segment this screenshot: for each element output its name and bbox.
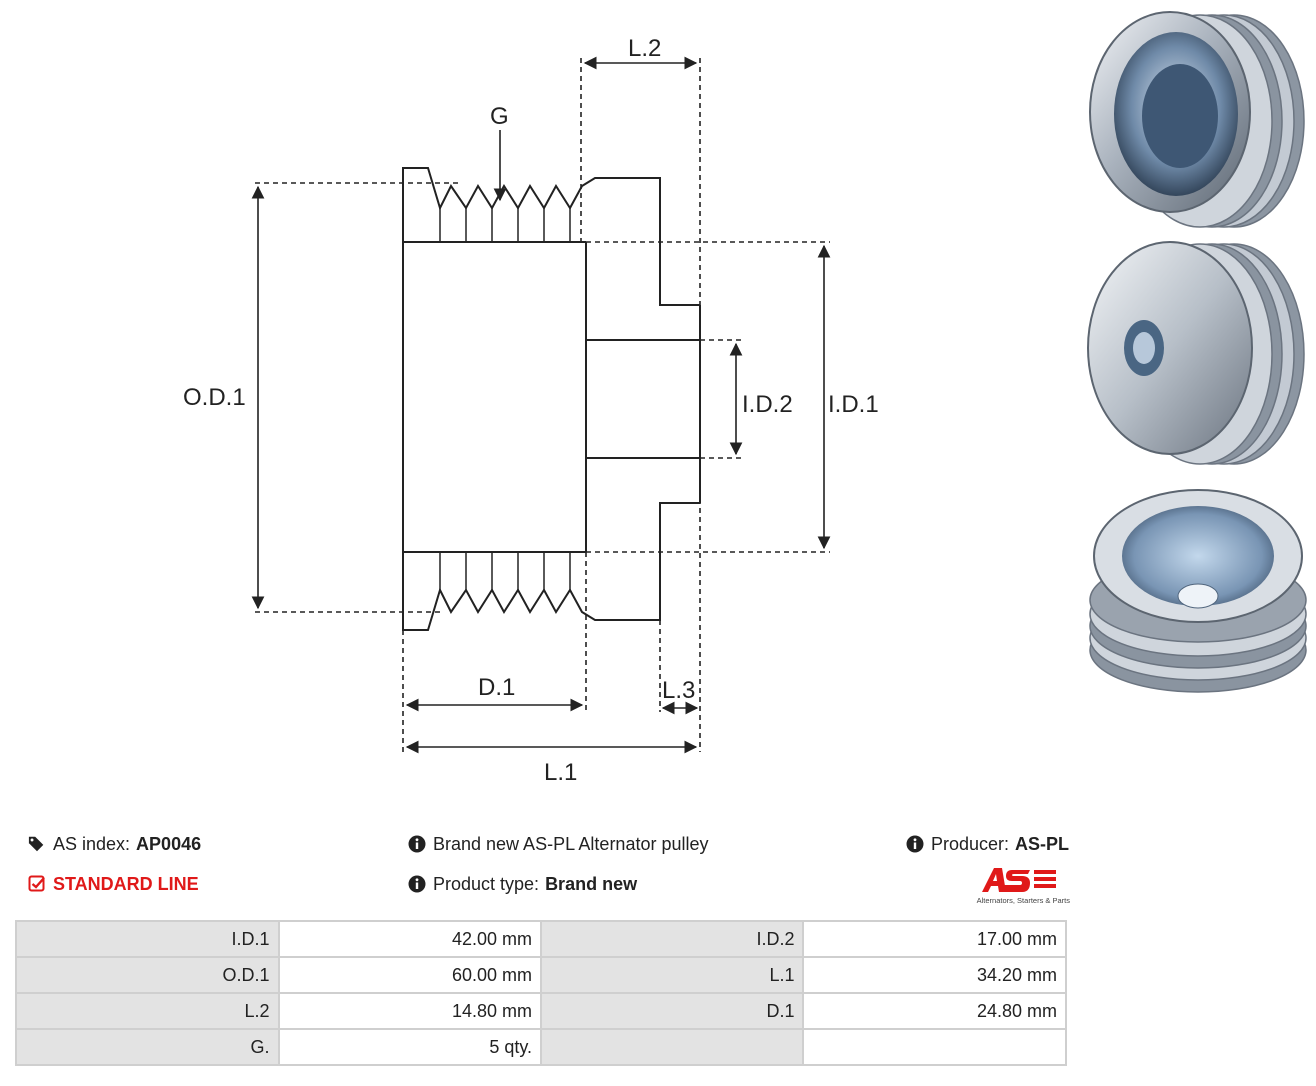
pulley-photo-front [1089, 11, 1305, 228]
label-id1: I.D.1 [828, 391, 879, 418]
product-type-value: Brand new [545, 874, 638, 894]
spec-value [802, 1028, 1067, 1066]
as-index: AS index: AP0046 [28, 833, 201, 855]
info-icon [408, 835, 426, 853]
info-icon [906, 835, 924, 853]
pulley-photo-top [1089, 489, 1307, 693]
producer-label: Producer: [931, 834, 1010, 854]
spec-label: L.1 [540, 956, 805, 994]
label-l3: L.3 [662, 677, 695, 704]
table-row: G. 5 qty. [15, 1028, 1067, 1066]
pulley-outline-bottom [402, 502, 700, 631]
spec-label: O.D.1 [15, 956, 280, 994]
spec-label: I.D.1 [15, 920, 280, 958]
pulley-technical-drawing: L.2 G O.D.1 I.D.2 I.D.1 D.1 L.3 L.1 [183, 35, 879, 786]
label-g: G [490, 103, 509, 130]
spec-value: 34.20 mm [802, 956, 1067, 994]
description-text: Brand new AS-PL Alternator pulley [433, 834, 709, 854]
description: Brand new AS-PL Alternator pulley [408, 833, 709, 855]
table-row: I.D.1 42.00 mm I.D.2 17.00 mm [15, 920, 1067, 958]
pulley-photo-back [1087, 241, 1305, 465]
label-id2: I.D.2 [742, 391, 793, 418]
spec-label [540, 1028, 805, 1066]
spec-value: 5 qty. [277, 1028, 543, 1066]
standard-line-label: STANDARD LINE [53, 874, 199, 894]
info-icon [408, 875, 426, 893]
spec-value: 42.00 mm [277, 920, 543, 958]
spec-label: G. [15, 1028, 280, 1066]
check-square-icon [28, 875, 45, 892]
product-type-label: Product type: [433, 874, 540, 894]
specs-table: I.D.1 42.00 mm I.D.2 17.00 mm O.D.1 60.0… [15, 920, 1067, 1066]
product-type: Product type: Brand new [408, 873, 637, 895]
spec-value: 14.80 mm [277, 992, 543, 1030]
producer: Producer: AS-PL [906, 833, 1069, 855]
logo-tagline: Alternators, Starters & Parts [976, 896, 1070, 905]
as-index-label: AS index: [53, 834, 131, 854]
spec-label: L.2 [15, 992, 280, 1030]
spec-label: I.D.2 [540, 920, 805, 958]
as-index-value: AP0046 [136, 834, 202, 854]
pulley-outline-top [402, 167, 700, 306]
as-pl-logo [982, 868, 1056, 892]
label-l2: L.2 [628, 35, 661, 62]
spec-label: D.1 [540, 992, 805, 1030]
spec-value: 60.00 mm [277, 956, 543, 994]
label-l1: L.1 [544, 759, 577, 786]
standard-line: STANDARD LINE [28, 873, 199, 895]
tags-icon [28, 836, 44, 852]
table-row: O.D.1 60.00 mm L.1 34.20 mm [15, 956, 1067, 994]
spec-value: 17.00 mm [802, 920, 1067, 958]
producer-value: AS-PL [1015, 834, 1070, 854]
table-row: L.2 14.80 mm D.1 24.80 mm [15, 992, 1067, 1030]
label-od1: O.D.1 [183, 384, 246, 411]
label-d1: D.1 [478, 674, 515, 701]
spec-value: 24.80 mm [802, 992, 1067, 1030]
